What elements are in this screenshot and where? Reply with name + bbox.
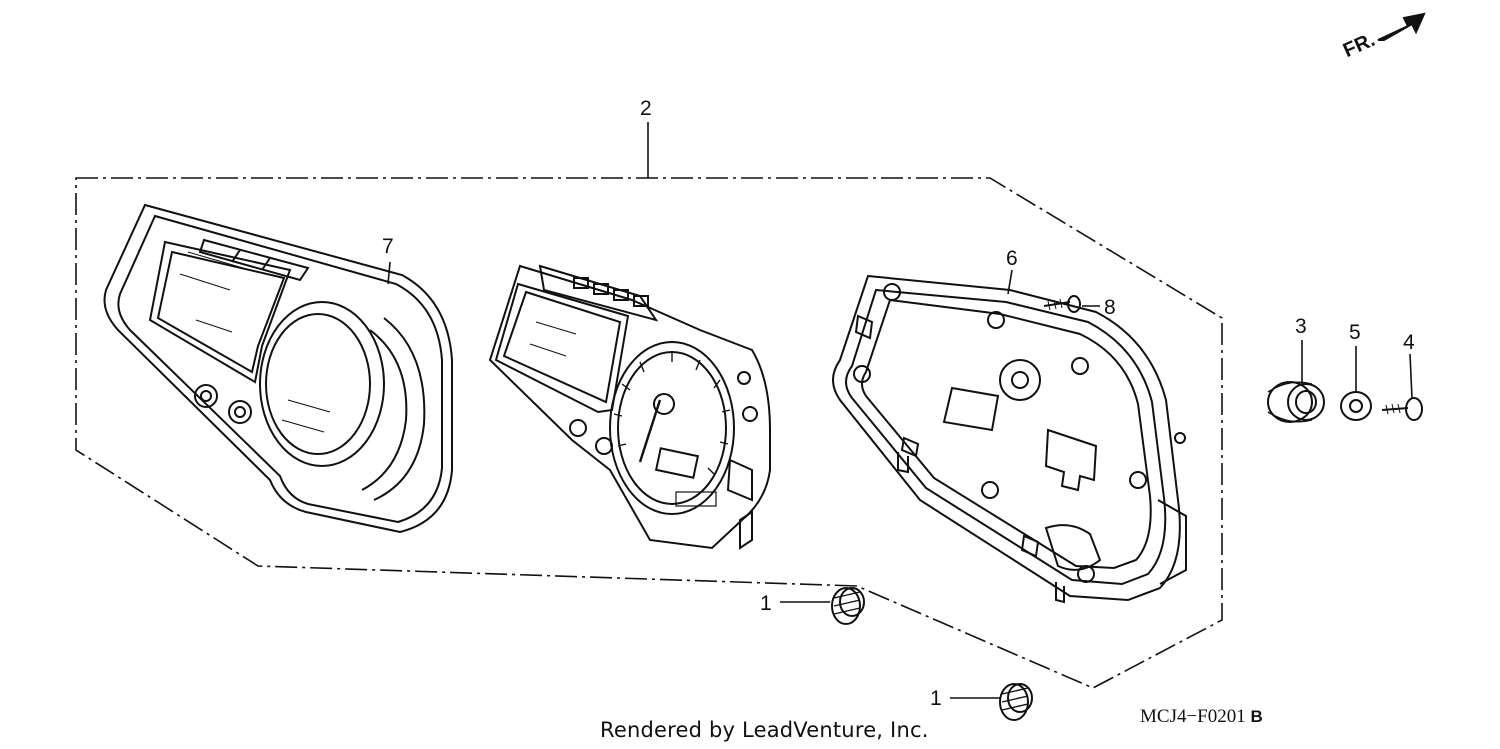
washer-5-part bbox=[1340, 391, 1372, 421]
callout-6: 6 bbox=[1006, 247, 1018, 270]
part-code-suffix: B bbox=[1250, 707, 1263, 726]
meter-cover-part bbox=[103, 203, 453, 534]
leader-4 bbox=[1409, 353, 1413, 399]
assembly-boundary bbox=[75, 177, 1223, 689]
callout-3: 3 bbox=[1295, 315, 1307, 338]
front-arrow-icon bbox=[1377, 12, 1426, 41]
meter-unit-part bbox=[488, 264, 771, 550]
callout-2: 2 bbox=[640, 97, 652, 120]
footer-credit: Rendered by LeadVenture, Inc. bbox=[600, 718, 929, 742]
part-code: MCJ4−F0201 B bbox=[1140, 706, 1263, 728]
callout-5: 5 bbox=[1349, 321, 1361, 344]
part-code-main: MCJ4−F0201 bbox=[1140, 706, 1246, 727]
leader-7 bbox=[387, 261, 391, 285]
screw-8-part bbox=[1043, 295, 1081, 313]
callout-8: 8 bbox=[1104, 296, 1116, 319]
meter-case-part bbox=[832, 274, 1187, 604]
grommet-3-part bbox=[1267, 381, 1325, 423]
screw-4-part bbox=[1381, 397, 1423, 421]
callout-7: 7 bbox=[382, 235, 394, 258]
leader-6 bbox=[1007, 269, 1013, 295]
callout-4: 4 bbox=[1403, 331, 1415, 354]
rubber-mount-1b-part bbox=[999, 683, 1033, 721]
callout-1a: 1 bbox=[760, 592, 772, 615]
rubber-mount-1a-part bbox=[831, 587, 865, 625]
callout-1b: 1 bbox=[930, 687, 942, 710]
